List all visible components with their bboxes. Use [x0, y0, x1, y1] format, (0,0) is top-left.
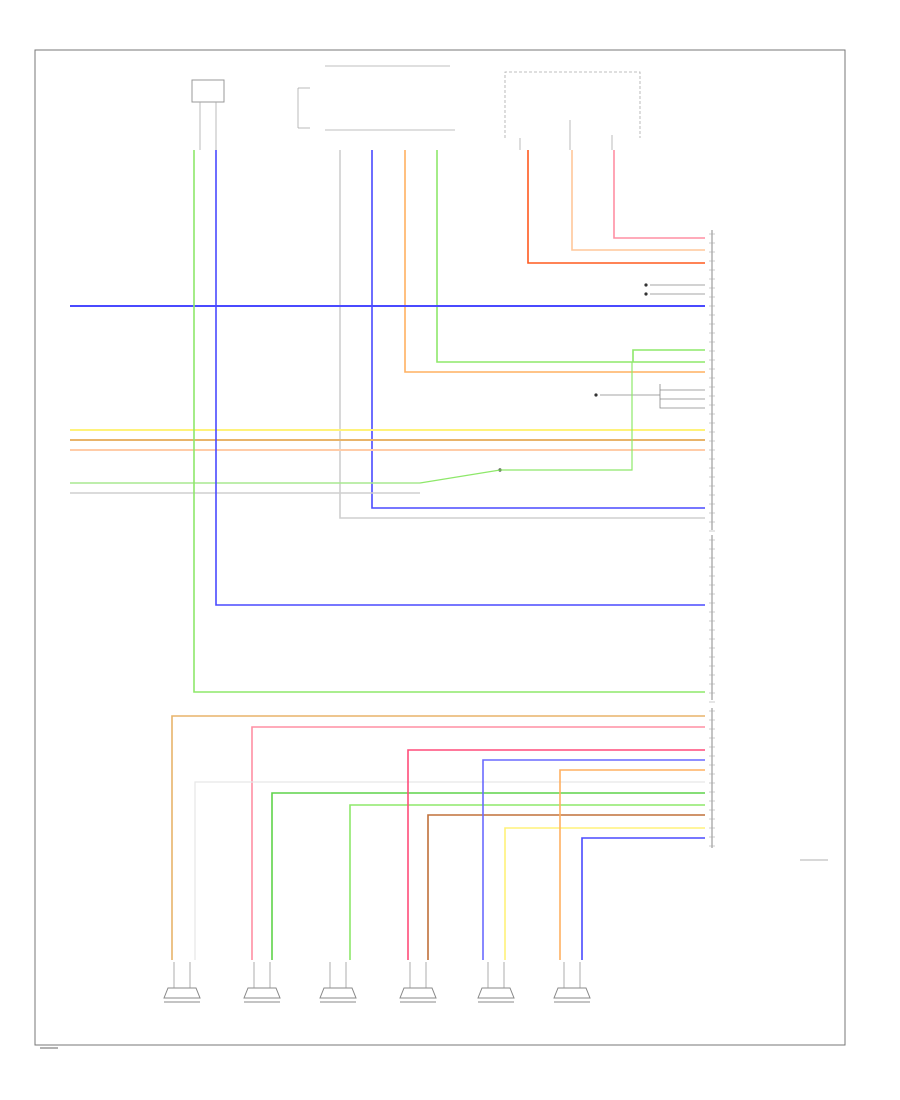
- wire-blue-mid: [371, 150, 705, 509]
- inline-connector-marks: [498, 283, 648, 472]
- top-left-component: [191, 79, 225, 150]
- diagram-frame: [34, 49, 846, 1046]
- speaker-icon: [319, 987, 357, 999]
- wire-pink: [613, 150, 705, 239]
- wire-gray-mid: [339, 150, 705, 519]
- speaker-3: [319, 962, 357, 1003]
- speaker-icon: [553, 987, 591, 999]
- wire-green-loop: [632, 349, 705, 362]
- speaker-4: [399, 962, 437, 1003]
- speaker-icon: [477, 987, 515, 999]
- upper-wires: [339, 150, 705, 519]
- speaker-5: [477, 962, 515, 1003]
- speaker-icon: [399, 987, 437, 999]
- speaker-row: [163, 962, 591, 1003]
- lower-wires: [171, 715, 705, 960]
- speaker-2: [243, 962, 281, 1003]
- wire-blue-long: [215, 150, 705, 606]
- left-wire-bundle: [70, 429, 705, 494]
- connector-junction-group: [600, 284, 705, 409]
- wire-green-dashed-link: [419, 362, 633, 484]
- speaker-1: [163, 962, 201, 1003]
- wire-red-orange: [527, 150, 705, 264]
- top-center-component: [297, 65, 455, 131]
- wire-peach: [571, 150, 705, 251]
- speaker-icon: [243, 987, 281, 999]
- speaker-6: [553, 962, 591, 1003]
- wire-green-long: [193, 150, 705, 693]
- connector-pin-ticks: [709, 233, 715, 847]
- top-right-component: [504, 71, 641, 150]
- speaker-icon: [163, 987, 201, 999]
- wire-green-top: [436, 150, 705, 363]
- wire-orange: [404, 150, 705, 373]
